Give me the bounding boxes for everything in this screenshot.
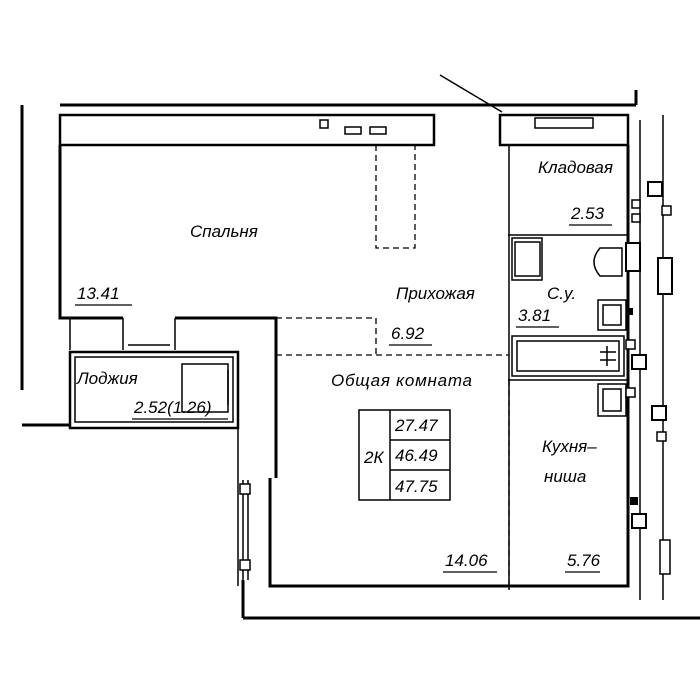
bedroom-name: Спальня [190, 222, 258, 241]
living-area-total: 27.47 [394, 416, 438, 435]
bathroom-fixtures [511, 237, 627, 377]
total-area-with-loggia: 47.75 [395, 477, 438, 496]
area-summary-table: 2К 27.47 46.49 47.75 [358, 409, 451, 501]
window-marker [534, 117, 594, 129]
shaft-markers [625, 181, 673, 575]
apartment-walls [58, 113, 630, 590]
bathtub [511, 335, 625, 377]
storage-area: 2.53 [570, 204, 605, 223]
hallway-area: 6.92 [391, 324, 425, 343]
kitchen-name-line1: Кухня– [542, 437, 597, 456]
room-labels: Спальня 13.41 Прихожая 6.92 Кладовая 2.5… [75, 158, 613, 573]
hallway-name: Прихожая [396, 284, 475, 303]
living-room-name: Общая комната [331, 371, 472, 390]
window-marker [319, 119, 329, 129]
storage-name: Кладовая [538, 158, 613, 177]
bathroom-name: С.у. [547, 284, 576, 303]
bathroom-area: 3.81 [518, 306, 551, 325]
loggia-name: Лоджия [76, 369, 138, 388]
living-room-area: 14.06 [445, 551, 488, 570]
window-marker [239, 559, 251, 571]
kitchen-name-line2: ниша [544, 467, 586, 486]
room-boundaries [276, 145, 510, 586]
loggia-area: 2.52(1.26) [133, 398, 212, 417]
loggia-window [181, 363, 229, 413]
total-area: 46.49 [395, 446, 438, 465]
window-marker [239, 483, 251, 495]
kitchen-fixtures [597, 383, 627, 417]
toilet [593, 247, 623, 277]
window-marker [344, 126, 362, 135]
window-marker [369, 126, 387, 135]
bedroom-area: 13.41 [77, 284, 120, 303]
kitchen-area: 5.76 [567, 551, 601, 570]
washing-machine [511, 237, 543, 281]
apartment-type: 2К [363, 448, 384, 467]
